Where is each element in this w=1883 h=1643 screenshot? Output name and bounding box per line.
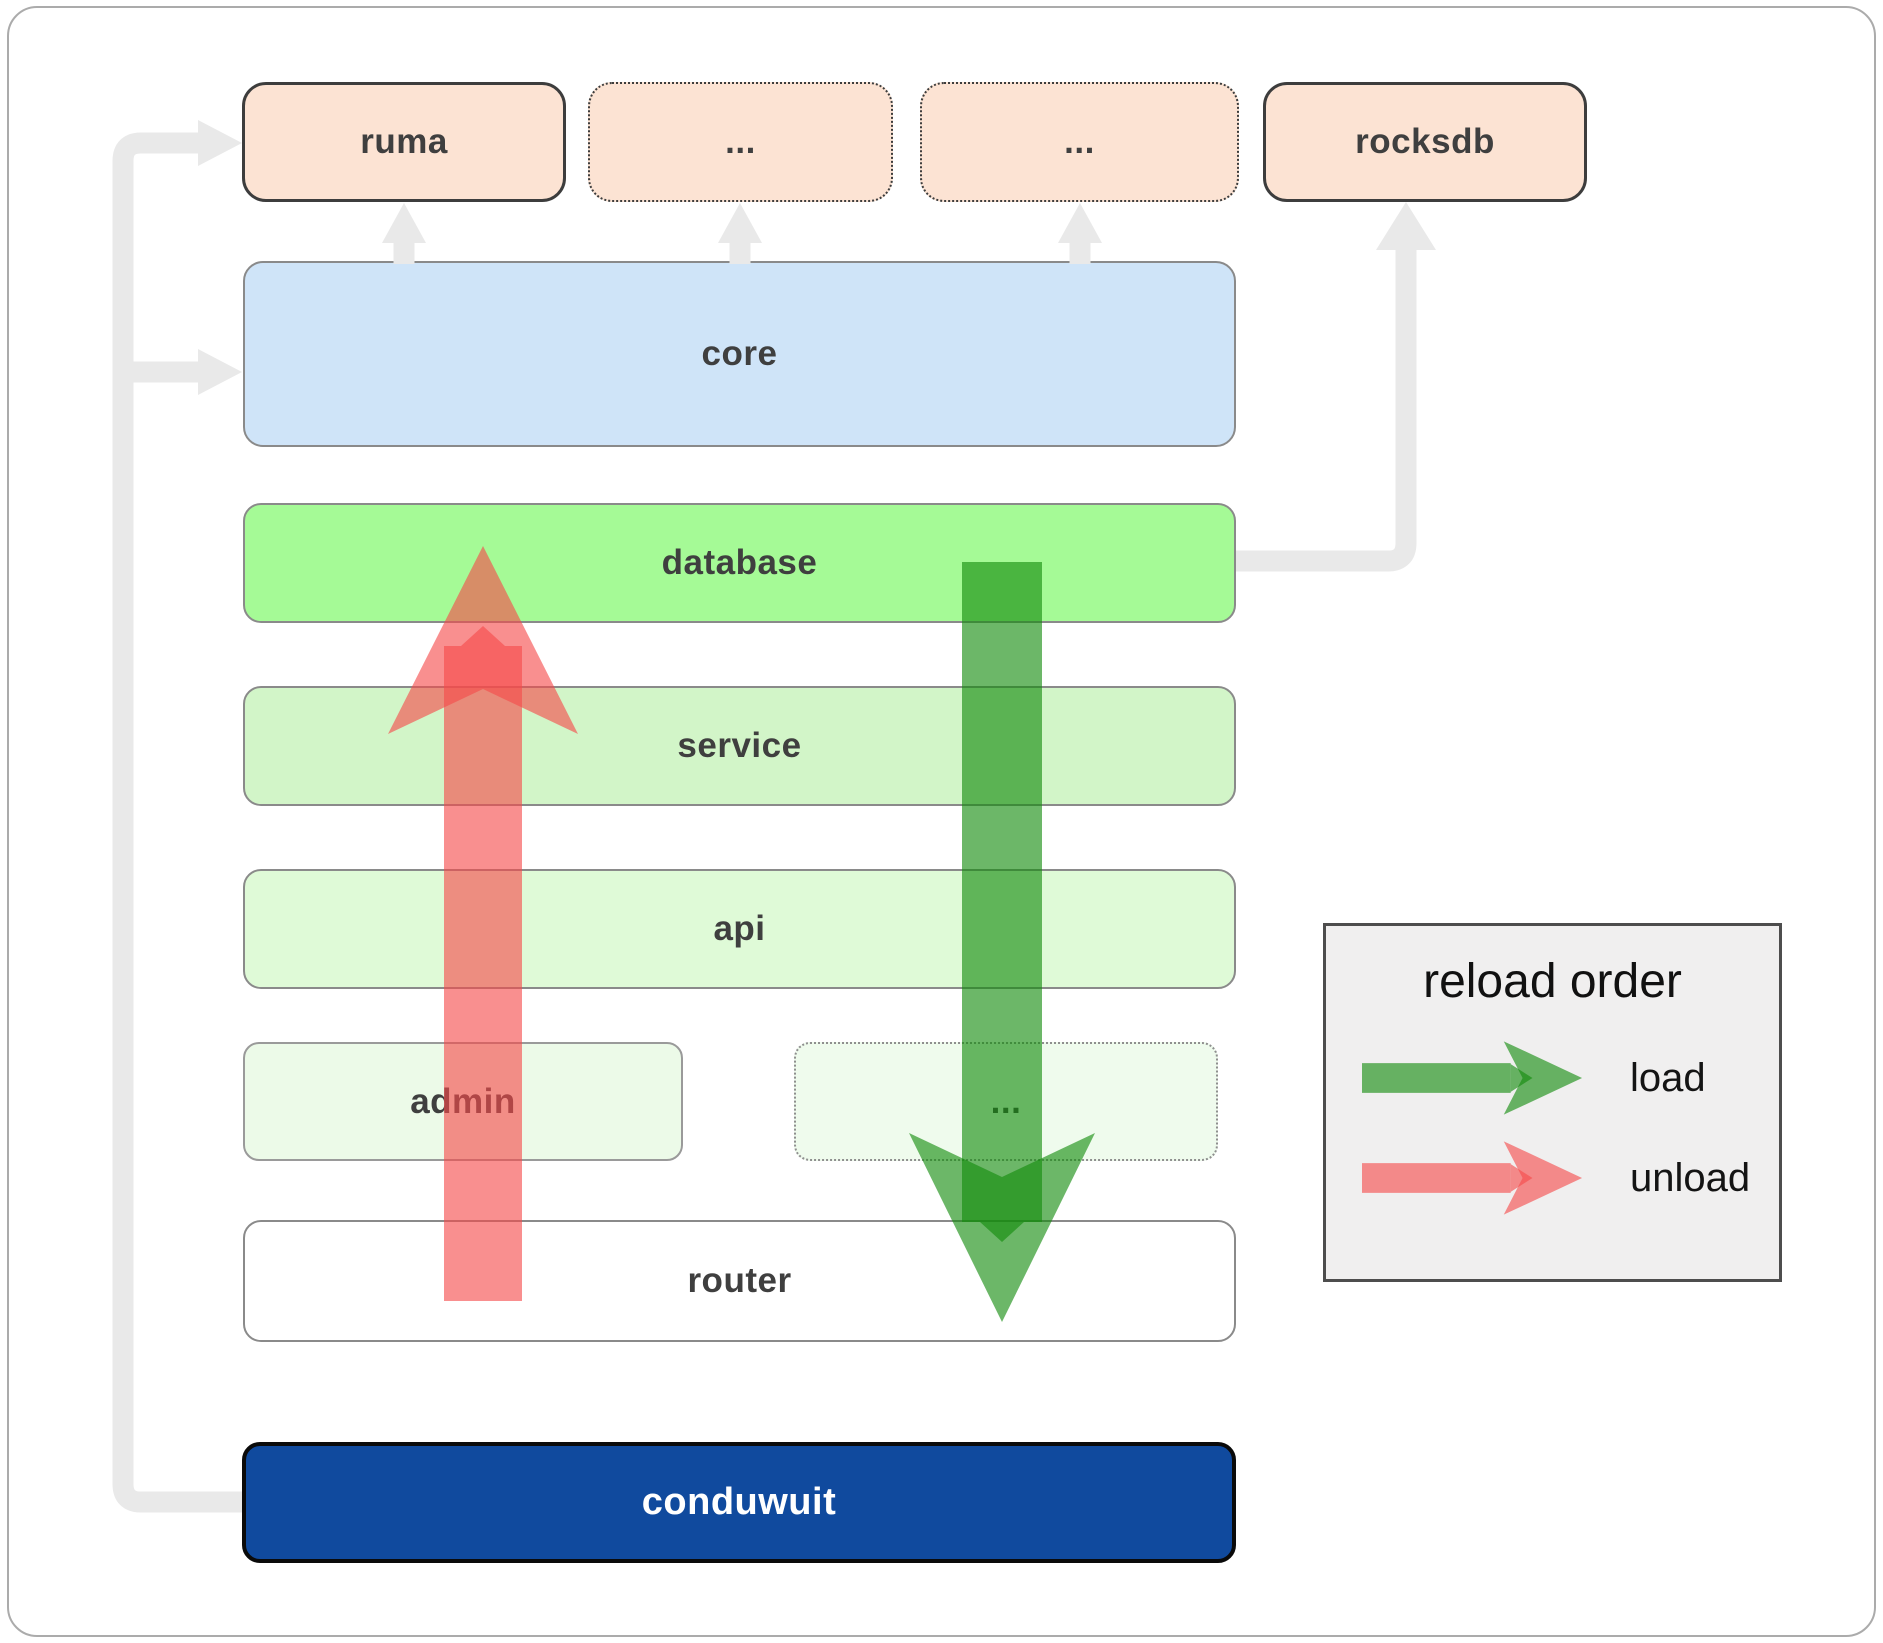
node-conduwuit: conduwuit <box>242 1442 1236 1563</box>
node-service-ellipsis-label: ... <box>990 1081 1022 1121</box>
node-rocksdb-label: rocksdb <box>1355 122 1495 161</box>
node-dependency-ellipsis-2-label: ... <box>1064 122 1095 161</box>
load-icon-big-head <box>1503 1041 1583 1115</box>
node-router-label: router <box>687 1261 792 1300</box>
node-admin: admin <box>243 1042 683 1161</box>
node-core-label: core <box>701 334 778 373</box>
node-core: core <box>243 261 1236 447</box>
diagram-frame <box>7 6 1876 1637</box>
legend-row-unload: unload <box>1362 1138 1750 1218</box>
node-service: service <box>243 686 1236 806</box>
node-ruma-label: ruma <box>360 122 448 161</box>
node-database: database <box>243 503 1236 623</box>
node-conduwuit-label: conduwuit <box>641 1481 837 1523</box>
node-dependency-ellipsis-2: ... <box>920 82 1239 202</box>
node-router: router <box>243 1220 1236 1342</box>
node-service-ellipsis: ... <box>794 1042 1218 1161</box>
node-admin-label: admin <box>410 1081 516 1121</box>
load-arrow-icon <box>1362 1041 1583 1115</box>
node-service-label: service <box>677 726 802 765</box>
node-api: api <box>243 869 1236 989</box>
node-rocksdb: rocksdb <box>1263 82 1587 202</box>
legend-row-load: load <box>1362 1038 1706 1118</box>
unload-icon-small-head <box>1510 1164 1533 1192</box>
node-dependency-ellipsis-1-label: ... <box>725 122 756 161</box>
node-api-label: api <box>713 909 766 948</box>
load-icon-shaft <box>1362 1063 1511 1093</box>
node-ruma: ruma <box>242 82 566 202</box>
legend-unload-label: unload <box>1630 1155 1751 1200</box>
legend-reload-order: reload order load unload <box>1323 923 1782 1282</box>
node-dependency-ellipsis-1: ... <box>588 82 893 202</box>
legend-title: reload order <box>1423 955 1682 1008</box>
legend-load-label: load <box>1630 1055 1706 1100</box>
load-icon-small-head <box>1510 1064 1533 1092</box>
unload-icon-big-head <box>1503 1141 1583 1215</box>
unload-icon-shaft <box>1362 1163 1511 1193</box>
node-database-label: database <box>661 543 818 582</box>
unload-arrow-icon <box>1362 1141 1583 1215</box>
